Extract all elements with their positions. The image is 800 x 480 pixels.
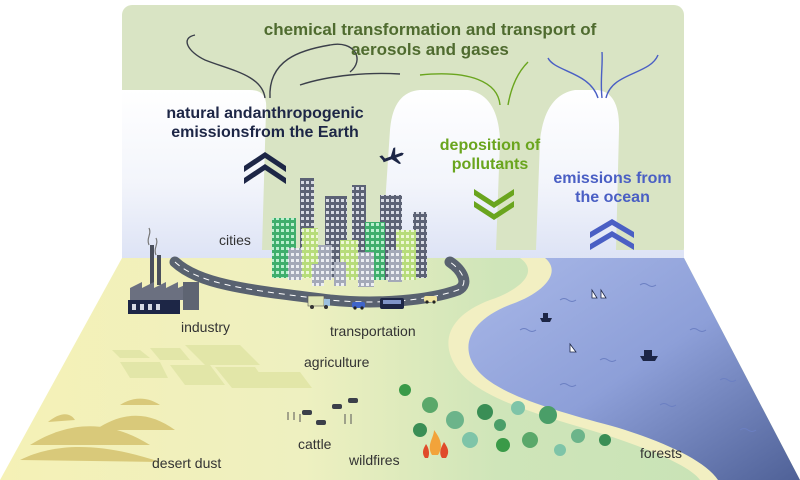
natural-emissions-line-2: emissionsfrom the Earth [171,123,359,141]
title-line-1: chemical transformation and transport of [263,20,597,39]
desert-dunes [20,398,175,462]
ocean-emission-arrows-up-icon [590,219,634,250]
factory-icon [128,227,199,314]
ocean [468,258,800,480]
industry-label: industry [181,319,231,335]
ship-icon [640,350,658,361]
ocean-emissions-line-2: the ocean [575,188,650,206]
title-label: chemical transformation and transport of… [200,20,660,60]
forests-label: forests [640,445,683,461]
fence [287,412,352,424]
airplane-icon [379,147,404,165]
emission-arrows-up-icon [244,152,286,184]
car-icon [352,302,365,310]
agriculture-fields [112,345,312,388]
deposition-label: deposition of pollutants [430,137,550,175]
title-line-2: aerosols and gases [351,40,509,60]
natural-emissions-label: natural andanthropogenic emissionsfrom t… [150,105,380,143]
forest-icon [399,384,611,456]
car-icon [424,296,437,304]
ocean-emissions-line-1: emissions from [553,170,672,187]
deposition-line-1: deposition of [439,137,541,154]
sailboat-icon [569,288,607,353]
ocean-emissions-label: emissions from the ocean [545,170,680,208]
deposition-line-2: pollutants [451,155,529,173]
cattle-icon [302,398,358,425]
transportation-label: transportation [330,323,416,339]
wildfire-icon [423,430,449,458]
wildfires-label: wildfires [349,452,400,468]
bus-icon [380,298,404,309]
ocean-waves [519,283,757,432]
agriculture-label: agriculture [304,354,370,370]
smoke-plumes [186,34,659,106]
deposition-arrows-down-icon [474,189,514,220]
desert-dust-label: desert dust [152,455,222,471]
boat-icon [540,313,552,322]
city-skyline [272,178,427,287]
clear-sky-area [122,90,684,258]
cities-label: cities [219,232,251,248]
natural-emissions-line-1: natural andanthropogenic [166,105,364,122]
cattle-label: cattle [298,436,332,452]
truck-icon [307,295,330,309]
